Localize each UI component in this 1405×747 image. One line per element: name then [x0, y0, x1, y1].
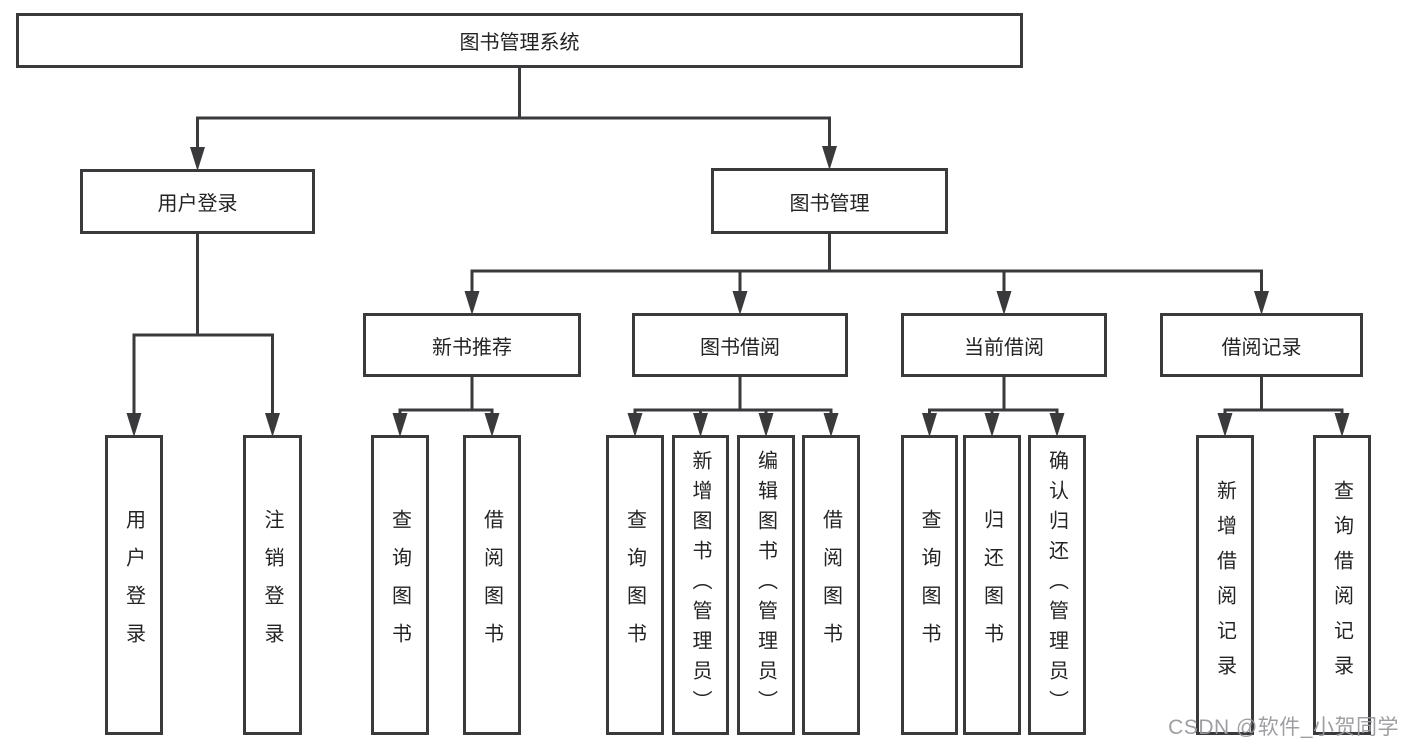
node-new-book-recommendation: 新书推荐	[363, 313, 581, 377]
node-logout-action: 注销登录	[243, 435, 302, 735]
node-borrow-books-recommend: 借阅图书	[463, 435, 521, 735]
node-user-login: 用户登录	[80, 169, 315, 234]
node-query-books-recommend: 查询图书	[371, 435, 429, 735]
node-current-borrowing: 当前借阅	[901, 313, 1107, 377]
node-book-borrowing: 图书借阅	[632, 313, 848, 377]
node-borrow-books-borrowing: 借阅图书	[802, 435, 860, 735]
node-library-management-system: 图书管理系统	[16, 13, 1023, 68]
node-edit-book-admin: 编辑图书（管理员）	[737, 435, 795, 735]
watermark: CSDN @软件_小贺同学	[1168, 716, 1399, 739]
node-query-books-borrowing: 查询图书	[606, 435, 664, 735]
node-query-books-current: 查询图书	[901, 435, 958, 735]
node-query-borrow-record: 查询借阅记录	[1313, 435, 1371, 735]
node-add-borrow-record: 新增借阅记录	[1196, 435, 1254, 735]
node-book-management: 图书管理	[711, 168, 948, 234]
node-borrowing-records: 借阅记录	[1160, 313, 1363, 377]
node-add-book-admin: 新增图书（管理员）	[672, 435, 729, 735]
node-confirm-return-admin: 确认归还（管理员）	[1028, 435, 1086, 735]
node-return-books: 归还图书	[963, 435, 1021, 735]
node-user-login-action: 用户登录	[105, 435, 163, 735]
